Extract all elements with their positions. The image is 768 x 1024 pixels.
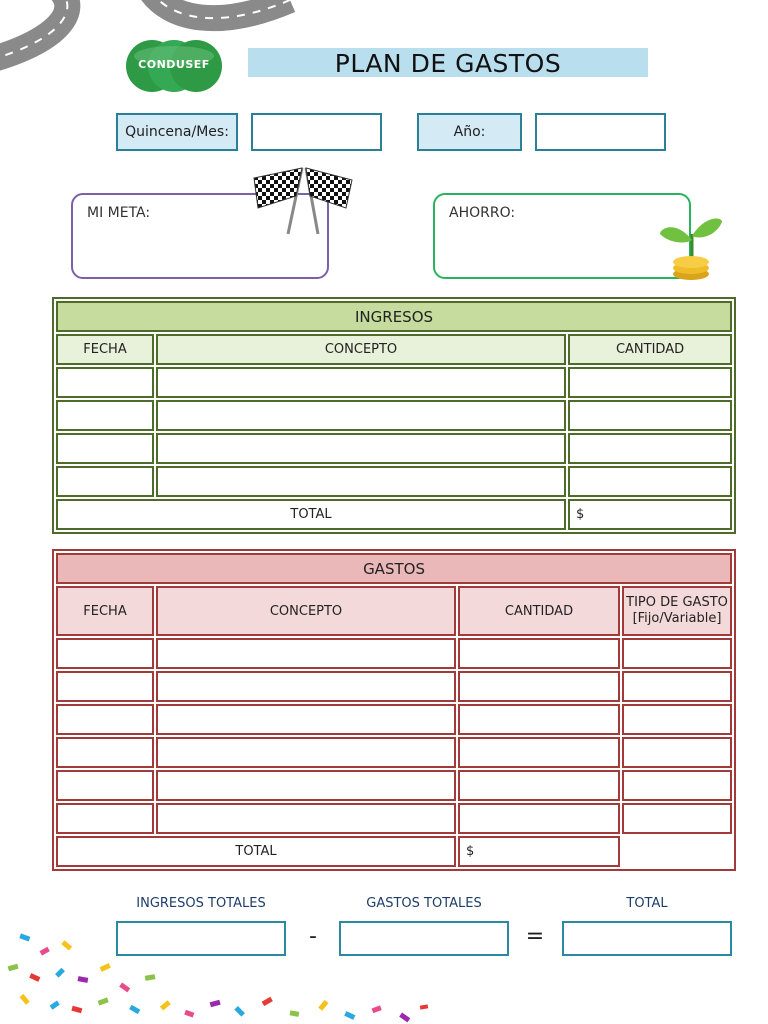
table-row — [56, 704, 733, 735]
concepto-cell[interactable] — [156, 433, 566, 464]
tipo-cell[interactable] — [622, 704, 733, 735]
tipo-cell[interactable] — [622, 803, 733, 834]
table-row — [56, 367, 733, 398]
cantidad-cell[interactable] — [458, 704, 620, 735]
meta-label: MI META: — [87, 205, 151, 221]
ahorro-box[interactable]: AHORRO: — [433, 193, 691, 279]
fecha-cell[interactable] — [56, 671, 154, 702]
ingresos-col-concepto: CONCEPTO — [156, 334, 566, 365]
condusef-logo: CONDUSEF — [124, 38, 224, 94]
quincena-label: Quincena/Mes: — [116, 113, 238, 151]
cantidad-cell[interactable] — [568, 466, 733, 497]
total-input[interactable] — [562, 921, 732, 956]
gastos-col-fecha: FECHA — [56, 586, 154, 636]
tipo-cell[interactable] — [622, 671, 733, 702]
concepto-cell[interactable] — [156, 737, 456, 768]
minus-sign: - — [309, 924, 317, 949]
empty-cell — [622, 836, 732, 867]
meta-box[interactable]: MI META: — [71, 193, 329, 279]
concepto-cell[interactable] — [156, 367, 566, 398]
equals-sign: = — [525, 924, 545, 949]
cantidad-cell[interactable] — [458, 671, 620, 702]
ingresos-table: INGRESOS FECHA CONCEPTO CANTIDAD TOTAL $ — [52, 297, 737, 534]
cantidad-cell[interactable] — [568, 433, 733, 464]
ingresos-title: INGRESOS — [56, 301, 733, 332]
concepto-cell[interactable] — [156, 671, 456, 702]
gastos-col-tipo: TIPO DE GASTO [Fijo/Variable] — [622, 586, 733, 636]
ingresos-total-value[interactable]: $ — [568, 499, 733, 530]
concepto-cell[interactable] — [156, 466, 566, 497]
concepto-cell[interactable] — [156, 400, 566, 431]
table-row — [56, 466, 733, 497]
total-label: TOTAL — [626, 896, 668, 911]
table-row — [56, 671, 733, 702]
logo-text: CONDUSEF — [138, 58, 210, 71]
gastos-table: GASTOS FECHA CONCEPTO CANTIDAD TIPO DE G… — [52, 549, 737, 871]
gastos-total-label: TOTAL — [56, 836, 456, 867]
tipo-cell[interactable] — [622, 770, 733, 801]
fecha-cell[interactable] — [56, 433, 154, 464]
gastos-totales-label: GASTOS TOTALES — [366, 896, 482, 911]
fecha-cell[interactable] — [56, 466, 154, 497]
year-label: Año: — [417, 113, 522, 151]
fecha-cell[interactable] — [56, 400, 154, 431]
concepto-cell[interactable] — [156, 638, 456, 669]
gastos-totales-input[interactable] — [339, 921, 509, 956]
ingresos-col-fecha: FECHA — [56, 334, 154, 365]
concepto-cell[interactable] — [156, 770, 456, 801]
page-title: PLAN DE GASTOS — [248, 48, 648, 78]
table-row — [56, 400, 733, 431]
year-input[interactable] — [535, 113, 666, 151]
tipo-cell[interactable] — [622, 638, 733, 669]
ingresos-total-label: TOTAL — [56, 499, 566, 530]
cantidad-cell[interactable] — [458, 803, 620, 834]
checkered-flags-icon — [253, 167, 353, 235]
ingresos-totales-label: INGRESOS TOTALES — [136, 896, 266, 911]
table-row — [56, 433, 733, 464]
gastos-title: GASTOS — [56, 553, 733, 584]
cantidad-cell[interactable] — [458, 638, 620, 669]
gastos-total-value[interactable]: $ — [458, 836, 620, 867]
quincena-input[interactable] — [251, 113, 382, 151]
table-row — [56, 638, 733, 669]
confetti-decoration — [7, 933, 429, 1023]
table-row — [56, 737, 733, 768]
concepto-cell[interactable] — [156, 803, 456, 834]
cantidad-cell[interactable] — [458, 770, 620, 801]
money-plant-icon — [660, 218, 722, 280]
fecha-cell[interactable] — [56, 704, 154, 735]
ingresos-totales-input[interactable] — [116, 921, 286, 956]
fecha-cell[interactable] — [56, 638, 154, 669]
gastos-col-concepto: CONCEPTO — [156, 586, 456, 636]
concepto-cell[interactable] — [156, 704, 456, 735]
cantidad-cell[interactable] — [568, 400, 733, 431]
fecha-cell[interactable] — [56, 803, 154, 834]
cantidad-cell[interactable] — [568, 367, 733, 398]
table-row — [56, 803, 733, 834]
cantidad-cell[interactable] — [458, 737, 620, 768]
tipo-cell[interactable] — [622, 737, 733, 768]
table-row — [56, 770, 733, 801]
ahorro-label: AHORRO: — [449, 205, 516, 221]
fecha-cell[interactable] — [56, 770, 154, 801]
fecha-cell[interactable] — [56, 367, 154, 398]
fecha-cell[interactable] — [56, 737, 154, 768]
ingresos-col-cantidad: CANTIDAD — [568, 334, 733, 365]
road-decoration — [0, 0, 296, 71]
gastos-col-cantidad: CANTIDAD — [458, 586, 620, 636]
